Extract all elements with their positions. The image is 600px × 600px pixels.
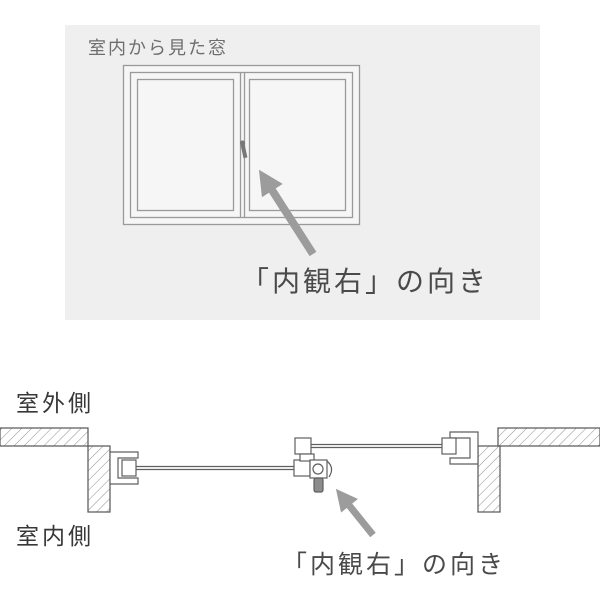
latch-lever [240, 143, 248, 159]
right-sash-glass [248, 78, 347, 212]
right-jamb-profile [449, 431, 479, 465]
orientation-caption-bottom: 「内観右」の向き [282, 551, 507, 579]
outdoor-side-label: 室外側 [16, 390, 94, 416]
indoor-side-label: 室内側 [16, 523, 94, 549]
lock-body [309, 459, 328, 479]
wall-sections [0, 427, 600, 513]
left-jamb-profile [109, 451, 139, 485]
outdoor-sash-meeting-stile [294, 437, 312, 455]
window-plan-cross-section [0, 427, 600, 513]
lock-hook [326, 460, 333, 478]
orientation-caption-top: 「内観右」の向き [241, 266, 490, 297]
left-wall-return [87, 445, 111, 513]
indoor-sash-section [121, 459, 311, 477]
arrow-shaft-top [258, 169, 317, 257]
panel-title: 室内から見た窓 [88, 38, 228, 58]
right-wall-section [497, 427, 600, 447]
left-wall-section [0, 427, 89, 447]
right-wall-return [477, 445, 501, 513]
window-inner-frame [129, 71, 354, 219]
outdoor-sash-right-stile [441, 437, 457, 455]
crescent-latch [239, 140, 248, 159]
crescent-lock-section [299, 453, 333, 493]
lock-keeper [299, 453, 315, 462]
indoor-sash-meeting-stile [293, 459, 311, 477]
frame-jambs [109, 431, 479, 485]
left-sash-glass [136, 78, 235, 212]
indoor-sash-left-stile [121, 459, 137, 477]
window-elevation-drawing [122, 64, 361, 226]
lock-pivot [312, 463, 324, 475]
outdoor-sash-section [294, 437, 457, 455]
interior-view-panel: 室内から見た窓 「内観右」の向き [65, 25, 540, 320]
lock-lever-knob [313, 477, 324, 493]
latch-knob [239, 140, 246, 146]
arrow-shaft-bottom [335, 488, 376, 538]
direction-arrow-bottom [335, 488, 376, 538]
direction-arrow-top [258, 169, 317, 257]
